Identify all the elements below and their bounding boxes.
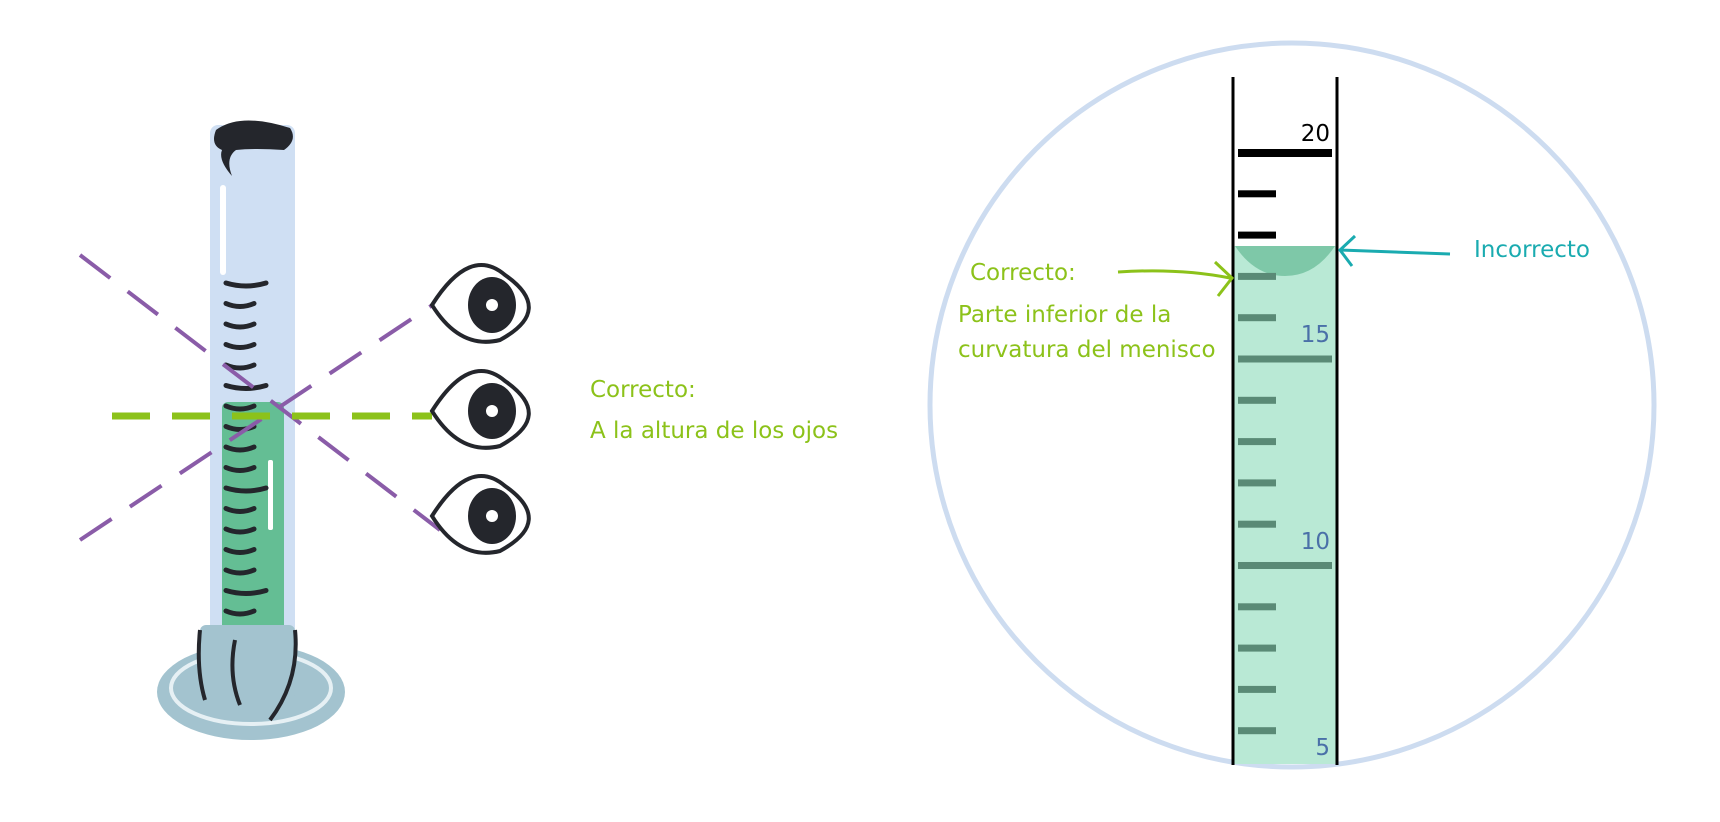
right-correct-line2: curvatura del menisco — [958, 337, 1216, 363]
magnifier-circle — [927, 40, 1657, 770]
cylinder-tick — [223, 321, 257, 330]
cylinder-tick — [223, 485, 269, 494]
incorrect-sightline-low — [78, 298, 442, 542]
cylinder-tick — [223, 526, 257, 535]
eye-icon — [429, 263, 531, 344]
cylinder-tick — [223, 506, 257, 514]
scale-tick — [1238, 314, 1276, 322]
cylinder-tick — [223, 383, 269, 391]
cylinder-tick — [223, 547, 257, 555]
cylinder-tick — [223, 608, 257, 617]
scale-tick — [1238, 190, 1276, 198]
cylinder-foot — [200, 625, 295, 700]
scale-tick — [1238, 149, 1332, 157]
scale-tick — [1238, 355, 1332, 363]
cylinder-tick — [223, 301, 257, 309]
cylinder-tick — [223, 342, 257, 350]
cylinder-tick — [223, 280, 269, 289]
scale-tick — [1238, 685, 1276, 693]
meniscus-curve — [1235, 246, 1335, 276]
left-correct-description: A la altura de los ojos — [590, 418, 838, 444]
cylinder-tick — [223, 567, 257, 576]
cylinder-tick — [223, 588, 269, 596]
scale-graduation-marks — [1238, 149, 1332, 735]
left-correct-title: Correcto: — [590, 377, 696, 403]
incorrect-sightline-high — [78, 253, 442, 532]
scale-tick — [1238, 727, 1276, 735]
scale-label-15: 15 — [1301, 322, 1330, 348]
scale-tick — [1238, 603, 1276, 611]
scale-tick — [1238, 231, 1276, 239]
graduated-cylinder-illustration — [157, 120, 345, 740]
magnified-liquid — [1233, 246, 1337, 764]
right-correct-title: Correcto: — [970, 260, 1076, 286]
scale-tick — [1238, 644, 1276, 652]
scale-tick — [1238, 396, 1276, 404]
cylinder-tick — [223, 465, 257, 473]
scale-tick — [1238, 272, 1276, 280]
scale-tick — [1238, 520, 1276, 528]
scale-tick — [1238, 562, 1332, 569]
right-correct-line1: Parte inferior de la — [958, 302, 1171, 328]
eye-icon — [429, 474, 531, 555]
correct-arrow — [1117, 260, 1235, 297]
eye-icon — [429, 369, 531, 450]
scale-label-5: 5 — [1315, 735, 1330, 761]
cylinder-tick — [223, 403, 257, 412]
scale-label-10: 10 — [1301, 529, 1330, 555]
incorrect-label: Incorrecto — [1474, 237, 1590, 263]
incorrect-arrow — [1337, 234, 1451, 267]
cylinder-tick — [223, 444, 257, 453]
scale-tick — [1238, 479, 1276, 487]
cylinder-spout — [214, 120, 293, 176]
cylinder-graduation-marks — [223, 280, 269, 617]
scale-label-20: 20 — [1301, 121, 1330, 147]
scale-tick — [1238, 438, 1276, 446]
